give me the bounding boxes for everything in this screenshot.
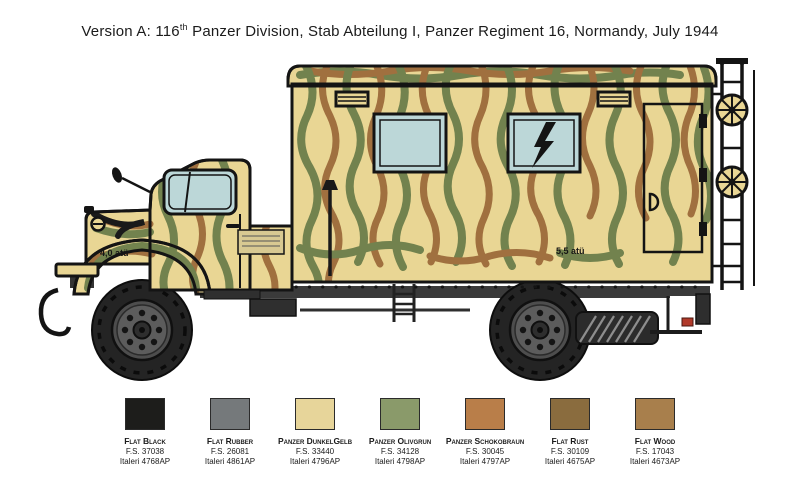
color-italeri-code: Italeri 4861AP — [204, 457, 256, 467]
cab-window — [162, 168, 238, 216]
door-handle — [648, 192, 660, 212]
color-name: Panzer Schokobraun — [445, 436, 525, 446]
spec-plate — [237, 229, 285, 255]
color-name: Flat Rubber — [206, 436, 254, 446]
box-window-left — [372, 112, 448, 174]
color-fs-code: F.S. 30045 — [465, 447, 505, 457]
side-mirror — [111, 167, 123, 183]
color-italeri-code: Italeri 4796AP — [289, 457, 341, 467]
rear-reflector — [681, 317, 694, 327]
color-fs-code: F.S. 37038 — [125, 447, 165, 457]
rear-rack — [712, 58, 755, 290]
color-fs-code: F.S. 17043 — [635, 447, 675, 457]
truck-illustration: 4,0 atü 5,5 atü — [38, 58, 755, 382]
title-ordinal: th — [179, 22, 188, 32]
color-swatch-column: Flat Wood F.S. 17043 Italeri 4673AP — [613, 398, 698, 468]
color-swatch — [295, 398, 335, 430]
tow-hook — [38, 287, 72, 337]
box-window-right — [506, 112, 582, 174]
cab-details — [111, 167, 241, 288]
rear-door — [642, 102, 707, 254]
title-rest: Panzer Division, Stab Abteilung I, Panze… — [187, 23, 719, 40]
roof-vents — [334, 90, 632, 108]
front-fittings — [38, 206, 106, 337]
page-title: Version A: 116th Panzer Division, Stab A… — [0, 22, 800, 40]
tire-pressure-front-label: 4,0 atü — [100, 248, 129, 258]
color-chart: Flat Black F.S. 37038 Italeri 4768AP Fla… — [0, 398, 800, 468]
color-name: Flat Black — [124, 436, 166, 446]
front-bumper — [54, 262, 100, 278]
boarding-ladder — [392, 284, 416, 322]
spare-track-block — [575, 311, 659, 345]
color-swatch-column: Flat Black F.S. 37038 Italeri 4768AP — [103, 398, 188, 468]
color-italeri-code: Italeri 4798AP — [374, 457, 426, 467]
color-italeri-code: Italeri 4768AP — [119, 457, 171, 467]
tire-pressure-rear-label: 5,5 atü — [556, 246, 585, 256]
color-name: Flat Rust — [551, 436, 589, 446]
color-name: Panzer DunkelGelb — [277, 436, 353, 446]
color-swatch-column: Panzer DunkelGelb F.S. 33440 Italeri 479… — [273, 398, 358, 468]
color-fs-code: F.S. 26081 — [210, 447, 250, 457]
running-board — [203, 289, 297, 317]
color-swatch — [465, 398, 505, 430]
color-fs-code: F.S. 34128 — [380, 447, 420, 457]
color-fs-code: F.S. 30109 — [550, 447, 590, 457]
color-swatch-column: Flat Rust F.S. 30109 Italeri 4675AP — [528, 398, 613, 468]
color-swatch — [380, 398, 420, 430]
color-name: Flat Wood — [634, 436, 676, 446]
cable-reel-bottom — [715, 165, 749, 199]
rear-fittings — [650, 293, 711, 334]
color-swatch — [210, 398, 250, 430]
title-version: Version A: 116 — [81, 23, 180, 40]
color-italeri-code: Italeri 4797AP — [459, 457, 511, 467]
color-swatch-column: Panzer Olivgrun F.S. 34128 Italeri 4798A… — [358, 398, 443, 468]
color-name: Panzer Olivgrun — [368, 436, 432, 446]
color-swatch-column: Flat Rubber F.S. 26081 Italeri 4861AP — [188, 398, 273, 468]
notek-light — [84, 206, 94, 213]
color-swatch — [125, 398, 165, 430]
color-fs-code: F.S. 33440 — [295, 447, 335, 457]
cab-door-handle — [226, 224, 240, 228]
lightning-bolt-icon — [532, 122, 556, 168]
axe-tool — [322, 180, 338, 276]
color-italeri-code: Italeri 4673AP — [629, 457, 681, 467]
mudflap — [695, 293, 711, 325]
color-italeri-code: Italeri 4675AP — [544, 457, 596, 467]
front-wheel — [90, 278, 194, 382]
color-swatch — [635, 398, 675, 430]
color-swatch — [550, 398, 590, 430]
cable-reel-top — [715, 93, 749, 127]
color-swatch-column: Panzer Schokobraun F.S. 30045 Italeri 47… — [443, 398, 528, 468]
